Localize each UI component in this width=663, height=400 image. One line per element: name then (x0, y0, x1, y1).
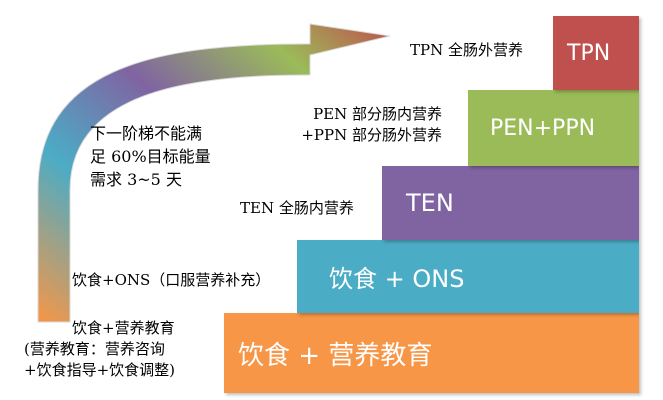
tier1-annotation-line: +饮食指导+饮食调整) (24, 361, 175, 379)
tier-pen-ppn-label: PEN+PPN (490, 115, 596, 141)
tier-diet-ons-label: 饮食 + ONS (329, 265, 465, 293)
tier-diet-education-label: 饮食 + 营养教育 (238, 340, 433, 371)
tier-pen-ppn: PEN+PPN (468, 90, 639, 166)
arrow-note: 下一阶梯不能满 足 60%目标能量 需求 3~5 天 (90, 122, 211, 192)
tier3-annotation: TEN 全肠内营养 (240, 199, 354, 217)
tier-ten: TEN (382, 166, 639, 240)
tier1-annotation-line: 饮食+营养教育 (72, 319, 175, 337)
tier-tpn: TPN (553, 16, 639, 90)
tier4-annotation-line: PEN 部分肠内营养 (313, 105, 442, 123)
arrow-note-line: 需求 3~5 天 (90, 170, 182, 190)
tier-diet-ons: 饮食 + ONS (297, 240, 639, 313)
tier-diet-education: 饮食 + 营养教育 (224, 313, 639, 393)
tier1-annotation: 饮食+营养教育 (营养教育：营养咨询 +饮食指导+饮食调整) (24, 318, 175, 381)
tier-ten-label: TEN (406, 189, 454, 217)
arrow-note-line: 下一阶梯不能满 (90, 124, 203, 143)
tier-tpn-label: TPN (567, 40, 611, 66)
tier4-annotation-line: +PPN 部分肠外营养 (301, 126, 442, 144)
tier1-annotation-line: (营养教育：营养咨询 (24, 340, 165, 358)
tier2-annotation: 饮食+ONS（口服营养补充） (72, 271, 271, 289)
arrow-note-line: 足 60%目标能量 (90, 147, 211, 167)
tier5-annotation: TPN 全肠外营养 (410, 41, 523, 59)
tier4-annotation: PEN 部分肠内营养 +PPN 部分肠外营养 (300, 104, 442, 146)
